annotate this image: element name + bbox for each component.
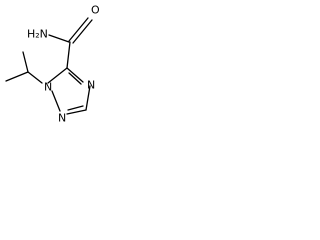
ring-nitrogen-1-label: N (44, 81, 52, 94)
bond-ch-ch3-a (5, 71, 29, 82)
bond-n1-ch (27, 71, 43, 84)
ring-nitrogen-2-label: N (58, 112, 66, 125)
bond-c-ring-c5 (66, 41, 71, 69)
atom-labels: H₂N O N N N (27, 4, 100, 125)
bond-c5-n1 (47, 67, 68, 84)
amide-nitrogen-label: H₂N (27, 28, 48, 41)
bonds (5, 17, 93, 115)
bond-c5-n4-double (68, 72, 82, 85)
ring-nitrogen-4-label: N (87, 79, 95, 92)
bond-ch-ch3-b (22, 51, 29, 73)
bond-c-o-double-1 (68, 17, 89, 42)
chemical-structure: H₂N O N N N (5, 4, 100, 125)
bond-n2-n1 (51, 90, 61, 112)
bond-c3-n2-single (66, 109, 87, 115)
bond-c3-n2-double (67, 105, 84, 111)
bond-c5-n4-single (66, 67, 84, 83)
bond-c-o-double-2 (72, 19, 93, 44)
bond-n4-c3 (85, 85, 91, 111)
carbonyl-oxygen-label: O (91, 4, 100, 17)
bond-c-nh2 (48, 34, 70, 43)
